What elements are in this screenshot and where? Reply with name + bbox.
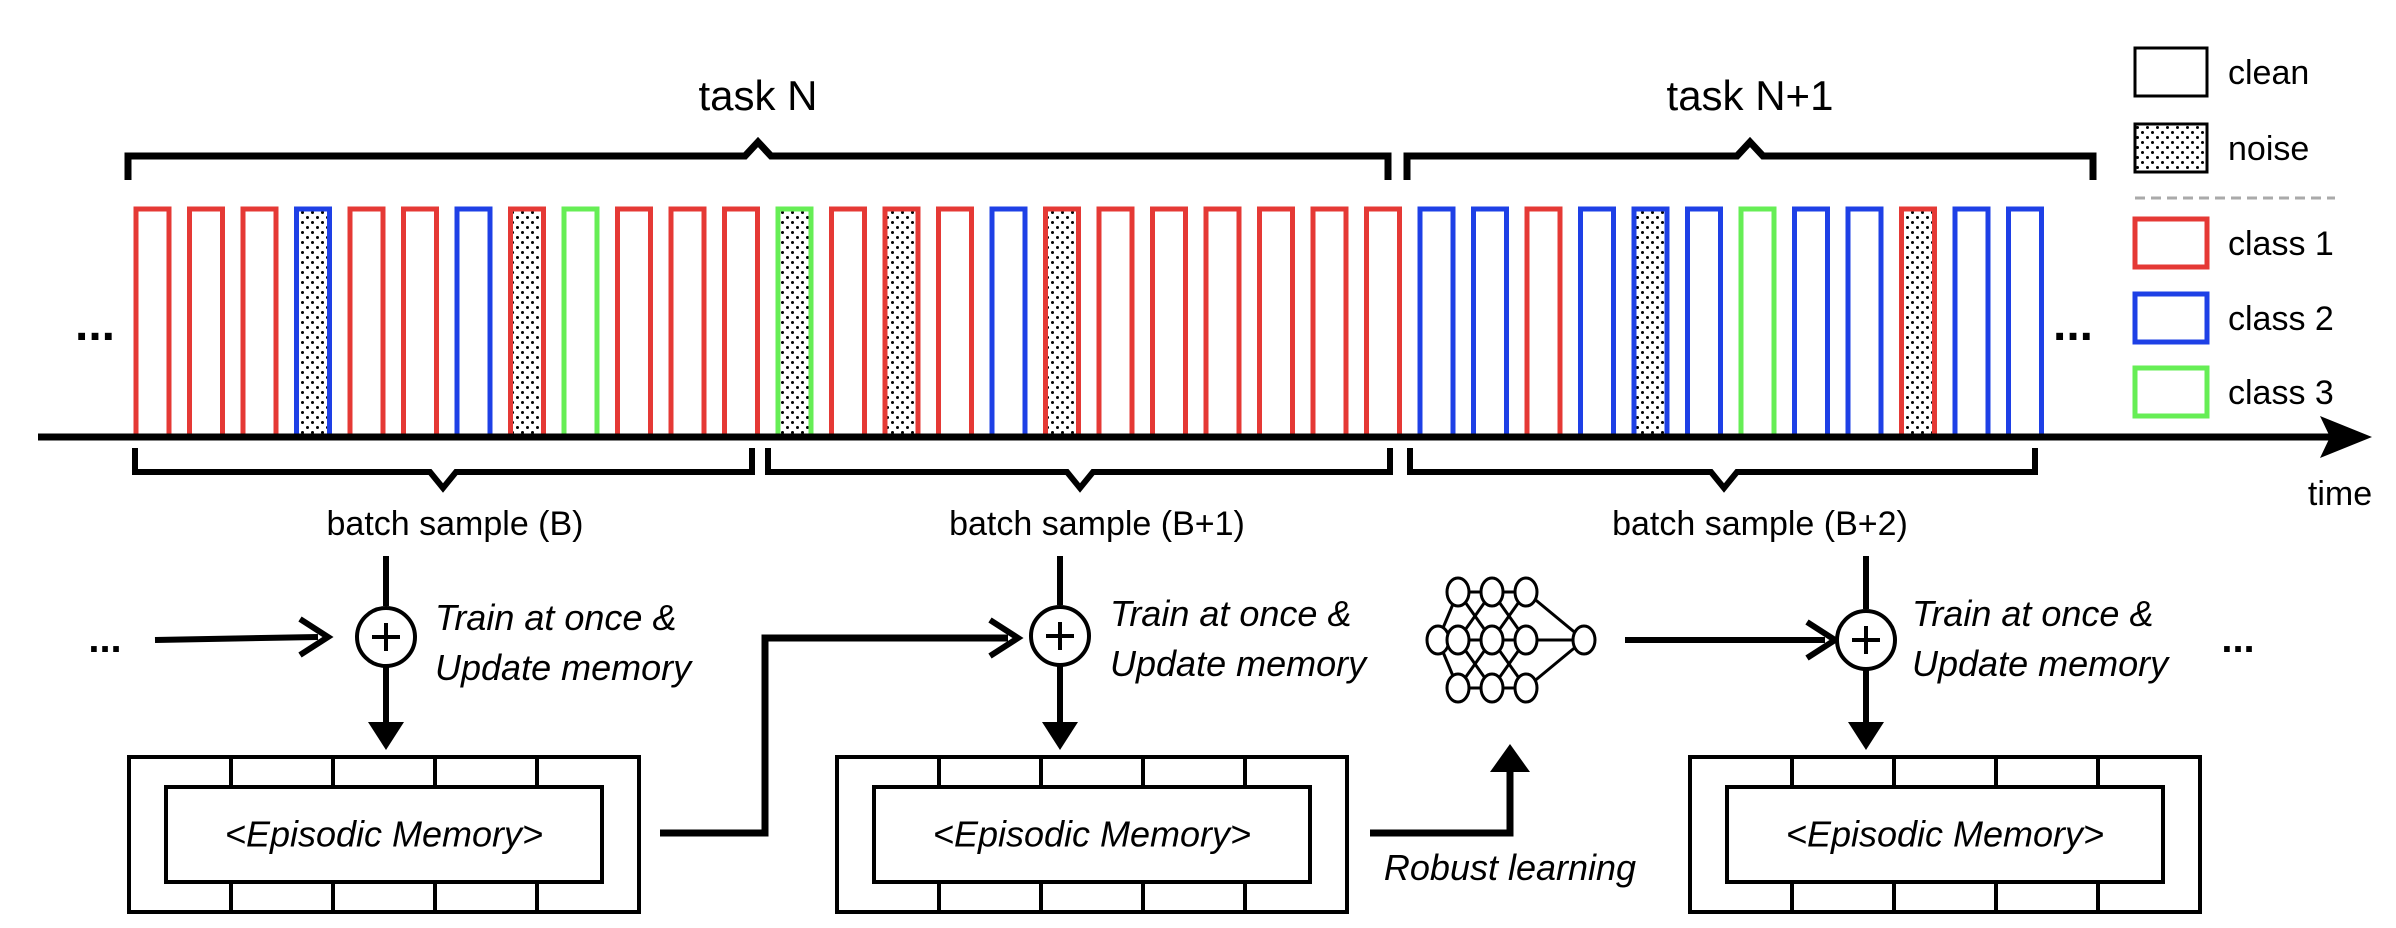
- sample-bar: [668, 206, 707, 439]
- legend-item-noise: noise: [2133, 122, 2309, 174]
- sample-bar: [1417, 206, 1456, 439]
- sample-bar: [722, 206, 760, 439]
- sample-bar: [1150, 206, 1188, 439]
- noisy-sample-bar: [882, 206, 921, 439]
- batch-b-label: batch sample (B): [327, 505, 584, 543]
- flow-ellipsis-right: ...: [2221, 617, 2254, 661]
- arrow-merge-to-memory-1-head: [368, 722, 404, 750]
- task-n-label: task N: [698, 72, 817, 119]
- episodic-memory-box: <Episodic Memory>: [1688, 755, 2202, 914]
- time-axis-arrowhead: [2320, 416, 2372, 458]
- legend-item-class-1: class 1: [2132, 216, 2334, 270]
- sample-bar: [936, 206, 974, 439]
- neural-network-icon: [1425, 576, 1597, 704]
- noisy-sample-bar: [1631, 206, 1670, 439]
- legend-swatch: [2132, 216, 2210, 270]
- train-update-label-3: Train at once & Update memory: [1912, 593, 2170, 684]
- episodic-memory-label: <Episodic Memory>: [225, 814, 543, 855]
- noisy-sample-bar: [294, 206, 332, 439]
- merge-plus-icon: [355, 606, 417, 668]
- arrow-merge-to-memory-2-head: [1042, 722, 1078, 750]
- arrow-into-merge-1-head: [298, 616, 334, 658]
- sample-bar: [187, 206, 225, 439]
- sample-bar: [1792, 206, 1830, 439]
- legend-swatch: [2132, 291, 2210, 345]
- legend-item-class-3: class 3: [2132, 365, 2334, 419]
- task-n1-label: task N+1: [1667, 72, 1834, 119]
- batch-b1-label: batch sample (B+1): [949, 505, 1245, 543]
- sample-bar: [1845, 206, 1884, 439]
- legend-swatch: [2132, 365, 2210, 419]
- episodic-memory-box: <Episodic Memory>: [127, 755, 641, 914]
- train-update-label-2: Train at once & Update memory: [1110, 593, 1368, 684]
- sample-bar: [561, 206, 600, 439]
- sample-bar: [347, 206, 386, 439]
- arrow-merge-to-memory-3-head: [1848, 722, 1884, 750]
- arrow-memory2-to-network: [1370, 762, 1514, 837]
- legend-item-class-2: class 2: [2132, 291, 2334, 345]
- sample-bar: [1096, 206, 1135, 439]
- data-stream: [133, 206, 2044, 439]
- legend-swatch: [2133, 46, 2209, 98]
- sample-bar: [1524, 206, 1563, 439]
- legend-label: noise: [2228, 130, 2309, 168]
- legend-label: class 3: [2228, 374, 2334, 412]
- train-update-label-1: Train at once & Update memory: [435, 597, 693, 688]
- legend-label: clean: [2228, 54, 2309, 92]
- task-n1-brace: [1403, 136, 2097, 180]
- sample-bar: [1578, 206, 1616, 439]
- sample-bar: [2006, 206, 2044, 439]
- sample-bar: [1685, 206, 1723, 439]
- stream-ellipsis-left: ...: [75, 298, 115, 351]
- noisy-sample-bar: [1899, 206, 1937, 439]
- noisy-sample-bar: [1043, 206, 1081, 439]
- sample-bar: [133, 206, 172, 439]
- sample-bar: [1471, 206, 1509, 439]
- legend-item-clean: clean: [2133, 46, 2309, 98]
- batch-b1-brace: [765, 448, 1393, 493]
- flow-ellipsis-left: ...: [88, 617, 121, 661]
- merge-plus-icon: [1029, 605, 1091, 667]
- noisy-sample-bar: [775, 206, 814, 439]
- merge-plus-icon: [1835, 609, 1897, 671]
- arrow-memory1-to-merge-2: [660, 634, 1008, 837]
- legend-swatch: [2133, 122, 2209, 174]
- time-label: time: [2308, 475, 2372, 513]
- arrow-memory1-to-merge-2-head: [988, 617, 1024, 659]
- legend: clean noise class 1 class 2 class 3: [2132, 46, 2335, 419]
- sample-bar: [1257, 206, 1295, 439]
- batch-b2-label: batch sample (B+2): [1612, 505, 1908, 543]
- sample-bar: [1203, 206, 1242, 439]
- batch-b2-brace: [1407, 448, 2038, 493]
- legend-label: class 2: [2228, 300, 2334, 338]
- arrow-into-merge-1: [154, 634, 319, 643]
- sample-bar: [401, 206, 439, 439]
- stream-ellipsis-right: ...: [2053, 298, 2093, 351]
- noisy-sample-bar: [508, 206, 546, 439]
- sample-bar: [615, 206, 653, 439]
- task-n-brace: [124, 136, 1392, 180]
- sample-bar: [1310, 206, 1349, 439]
- batch-b-brace: [132, 448, 755, 493]
- sample-bar: [829, 206, 867, 439]
- legend-label: class 1: [2228, 225, 2334, 263]
- sample-bar: [1364, 206, 1402, 439]
- sample-bar: [1952, 206, 1991, 439]
- episodic-memory-box: <Episodic Memory>: [835, 755, 1349, 914]
- arrow-memory2-to-network-head: [1490, 744, 1530, 772]
- sample-bar: [1738, 206, 1777, 439]
- sample-bar: [240, 206, 279, 439]
- episodic-memory-label: <Episodic Memory>: [1786, 814, 2104, 855]
- episodic-memory-label: <Episodic Memory>: [933, 814, 1251, 855]
- sample-bar: [454, 206, 493, 439]
- episodic-memories: <Episodic Memory> <Episodic Memory> <Episo…: [127, 755, 2202, 914]
- sample-bar: [989, 206, 1028, 439]
- robust-learning-label: Robust learning: [1384, 847, 1636, 888]
